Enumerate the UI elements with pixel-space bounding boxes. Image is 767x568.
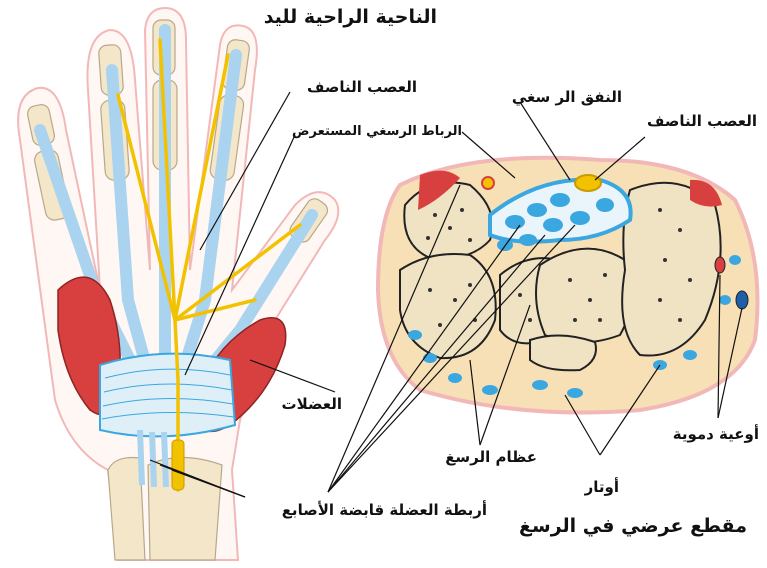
label-muscles: العضلات	[282, 395, 342, 413]
title-cross-section: مقطع عرضي في الرسغ	[519, 515, 747, 537]
hand-illustration	[18, 8, 338, 560]
wrist-cross-section	[378, 158, 758, 413]
median-nerve-section	[575, 175, 601, 191]
label-median-nerve-hand: العصب الناصف	[307, 78, 417, 96]
label-blood-vessels: أوعية دموية	[673, 425, 759, 443]
label-transverse-carpal-ligament: الرباط الرسغي المستعرض	[292, 124, 462, 139]
label-tendons: أوتار	[585, 478, 619, 496]
label-flexor-tendons: أربطة العضلة قابضة الأصابع	[282, 501, 487, 519]
title-palm-side: الناحية الراحية لليد	[264, 6, 437, 28]
label-carpal-bones: عظام الرسغ	[445, 448, 537, 466]
label-carpal-tunnel: النفق الر سغي	[512, 88, 622, 106]
transverse-carpal-ligament	[100, 354, 235, 437]
label-median-nerve-section: العصب الناصف	[647, 112, 757, 130]
